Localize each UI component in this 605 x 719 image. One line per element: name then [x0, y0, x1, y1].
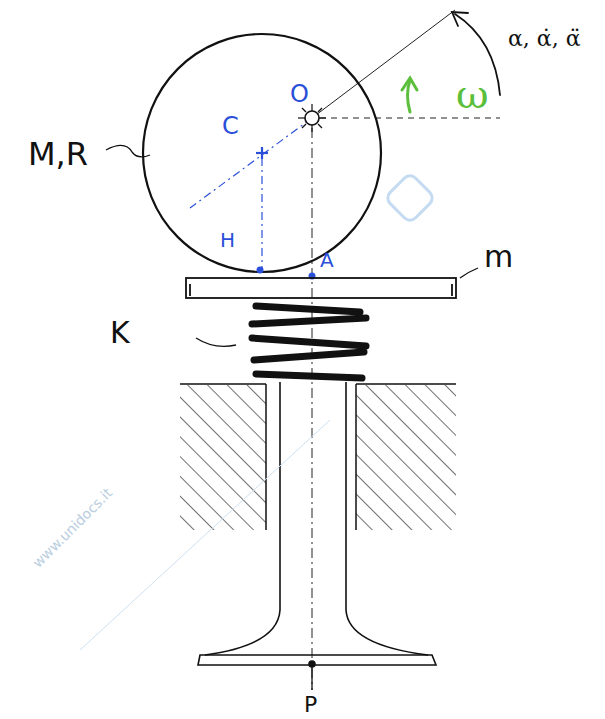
reference-line	[261, 158, 262, 268]
angular-velocity-label: ω	[456, 74, 489, 114]
center-line	[312, 128, 313, 690]
valve-stem	[198, 382, 436, 690]
cam-disk	[143, 34, 381, 272]
contact-point	[257, 267, 264, 274]
center-mark	[256, 147, 268, 159]
point-label: C	[222, 114, 239, 138]
part-label: m	[484, 242, 513, 272]
watermark-line	[80, 420, 330, 650]
part-label: K	[110, 318, 130, 348]
angle-label: α, α̇, α̈	[508, 28, 581, 50]
point-label: H	[220, 230, 235, 250]
spring-symbol	[252, 306, 366, 378]
pivot-symbol	[298, 104, 326, 132]
point-label: A	[320, 250, 334, 270]
reference-line	[320, 118, 500, 119]
point-label: P	[304, 694, 317, 716]
ground-hatch	[180, 384, 456, 530]
watermark-logo	[385, 173, 436, 224]
rotation-arrow	[402, 78, 417, 112]
leader-line	[460, 268, 478, 278]
leader-line	[106, 145, 150, 156]
axis-line	[190, 118, 312, 208]
follower-plate	[186, 278, 456, 298]
leader-line	[196, 338, 236, 346]
point-label: O	[290, 82, 309, 106]
part-label: M,R	[28, 138, 88, 170]
watermark: www.unidocs.it	[30, 485, 114, 569]
axis-line	[312, 10, 455, 118]
